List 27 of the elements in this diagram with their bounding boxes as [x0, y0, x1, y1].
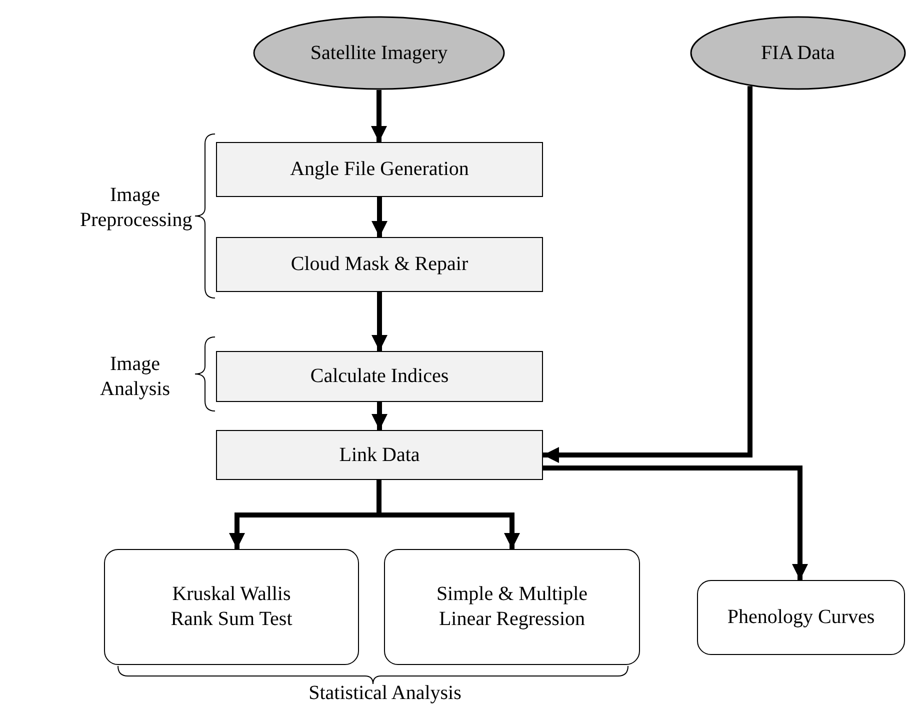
group-label: Image Analysis: [99, 352, 171, 402]
arrow: [372, 292, 388, 351]
input-ellipse: [690, 16, 906, 90]
arrow: [543, 86, 752, 463]
output-box: [104, 549, 359, 665]
output-box: [384, 549, 640, 665]
arrow: [371, 90, 387, 142]
node-label: Calculate Indices: [310, 364, 449, 389]
node-label: Angle File Generation: [290, 157, 469, 182]
node-label: Link Data: [339, 442, 420, 468]
arrow: [372, 402, 388, 430]
process-box: [216, 142, 543, 197]
group-label: Image Preprocessing: [80, 183, 190, 233]
node-label: Simple & Multiple Linear Regression: [435, 582, 589, 632]
group-label: Statistical Analysis: [308, 681, 462, 706]
node-label: Satellite Imagery: [310, 40, 448, 66]
output-box: [697, 580, 905, 655]
node-label: Cloud Mask & Repair: [290, 252, 468, 277]
process-box: [216, 430, 543, 480]
input-ellipse: [253, 16, 505, 90]
node-label: Phenology Curves: [727, 605, 875, 630]
arrow: [372, 197, 388, 237]
process-box: [216, 351, 543, 402]
node-label: Kruskal Wallis Rank Sum Test: [170, 582, 294, 632]
process-box: [216, 237, 543, 292]
arrow: [543, 466, 808, 580]
node-label: FIA Data: [761, 40, 835, 66]
